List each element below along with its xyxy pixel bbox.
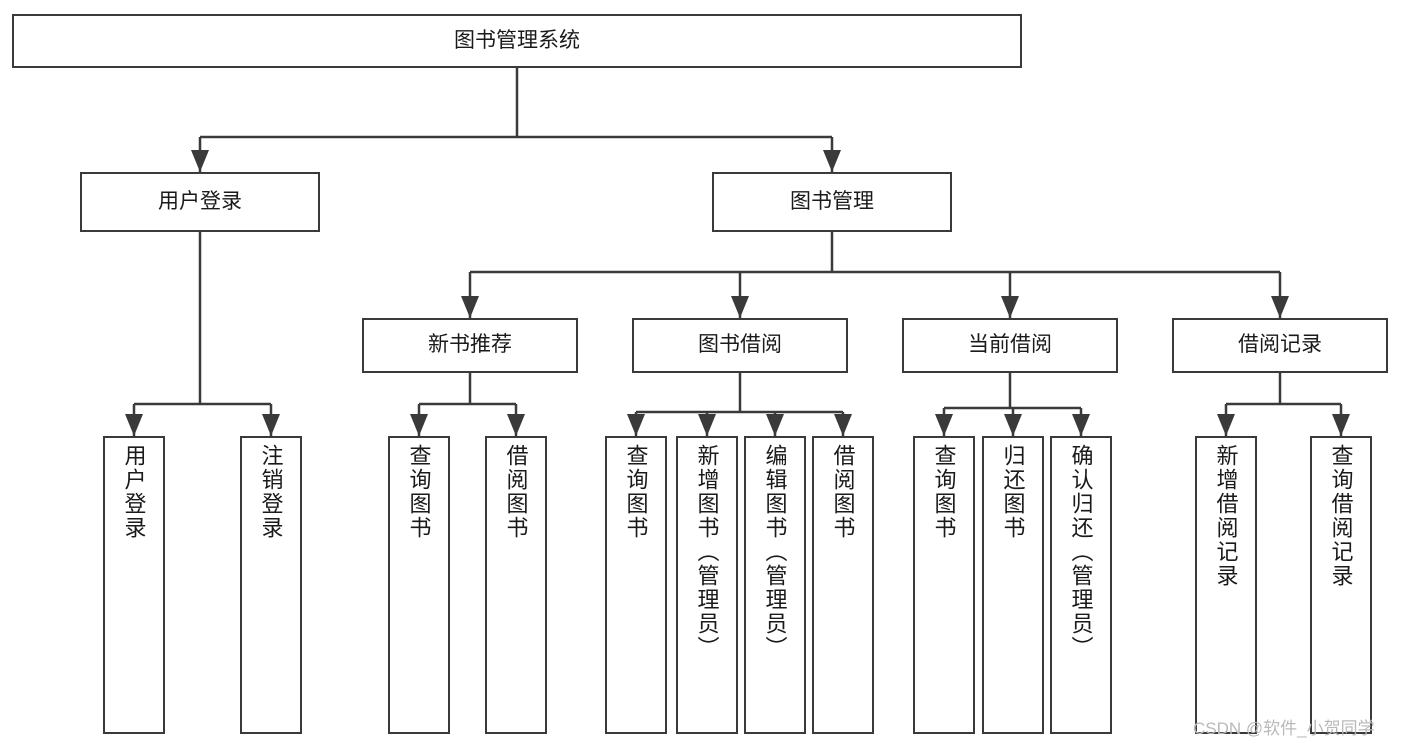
watermark: CSDN @软件_小贺同学 — [1193, 719, 1375, 738]
node-login[interactable]: 用户登录 — [80, 172, 320, 232]
node-label: 当前借阅 — [968, 333, 1052, 357]
node-borrow[interactable]: 图书借阅 — [632, 318, 848, 373]
node-current[interactable]: 当前借阅 — [902, 318, 1118, 373]
node-label: 查询图书 — [931, 444, 957, 540]
node-label: 借阅图书 — [503, 444, 529, 540]
node-label: 查询借阅记录 — [1328, 444, 1354, 588]
node-label: 归还图书 — [1000, 444, 1026, 540]
node-label: 注销登录 — [258, 444, 284, 540]
edge-arrowhead — [766, 414, 784, 436]
node-label: 用户登录 — [121, 444, 147, 540]
edge-arrowhead — [823, 150, 841, 172]
edge-arrowhead — [507, 414, 525, 436]
node-label: 新增图书（管理员） — [694, 444, 720, 660]
edge-arrowhead — [935, 414, 953, 436]
node-l-query2[interactable]: 查询图书 — [605, 436, 667, 734]
node-label: 图书借阅 — [698, 333, 782, 357]
node-label: 图书管理系统 — [454, 28, 580, 52]
node-label: 编辑图书（管理员） — [762, 444, 788, 660]
node-label: 新书推荐 — [428, 333, 512, 357]
node-l-borrow1[interactable]: 借阅图书 — [485, 436, 547, 734]
edge-arrowhead — [1072, 414, 1090, 436]
node-l-confirm[interactable]: 确认归还（管理员） — [1050, 436, 1112, 734]
edge-arrowhead — [262, 414, 280, 436]
node-label: 借阅记录 — [1238, 333, 1322, 357]
edge-arrowhead — [1332, 414, 1350, 436]
node-label: 查询图书 — [406, 444, 432, 540]
node-label: 查询图书 — [623, 444, 649, 540]
node-records[interactable]: 借阅记录 — [1172, 318, 1388, 373]
edge-arrowhead — [1004, 414, 1022, 436]
node-l-return[interactable]: 归还图书 — [982, 436, 1044, 734]
node-l-edit[interactable]: 编辑图书（管理员） — [744, 436, 806, 734]
node-l-userlogin[interactable]: 用户登录 — [103, 436, 165, 734]
edge-arrowhead — [1217, 414, 1235, 436]
edge-arrowhead — [125, 414, 143, 436]
node-l-query1[interactable]: 查询图书 — [388, 436, 450, 734]
edge-arrowhead — [191, 150, 209, 172]
node-label: 图书管理 — [790, 189, 874, 213]
node-label: 确认归还（管理员） — [1068, 444, 1094, 660]
node-root[interactable]: 图书管理系统 — [12, 14, 1022, 68]
edge-arrowhead — [627, 414, 645, 436]
edge-arrowhead — [731, 296, 749, 318]
node-l-addrec[interactable]: 新增借阅记录 — [1195, 436, 1257, 734]
edge-arrowhead — [410, 414, 428, 436]
node-l-add[interactable]: 新增图书（管理员） — [676, 436, 738, 734]
node-l-borrow2[interactable]: 借阅图书 — [812, 436, 874, 734]
node-l-query3[interactable]: 查询图书 — [913, 436, 975, 734]
edge-arrowhead — [698, 414, 716, 436]
node-label: 新增借阅记录 — [1213, 444, 1239, 588]
node-l-logout[interactable]: 注销登录 — [240, 436, 302, 734]
node-l-queryrec[interactable]: 查询借阅记录 — [1310, 436, 1372, 734]
edge-arrowhead — [461, 296, 479, 318]
edge-arrowhead — [834, 414, 852, 436]
node-bookmgmt[interactable]: 图书管理 — [712, 172, 952, 232]
edge-arrowhead — [1001, 296, 1019, 318]
node-label: 借阅图书 — [830, 444, 856, 540]
edge-arrowhead — [1271, 296, 1289, 318]
node-newbook[interactable]: 新书推荐 — [362, 318, 578, 373]
node-label: 用户登录 — [158, 189, 242, 213]
